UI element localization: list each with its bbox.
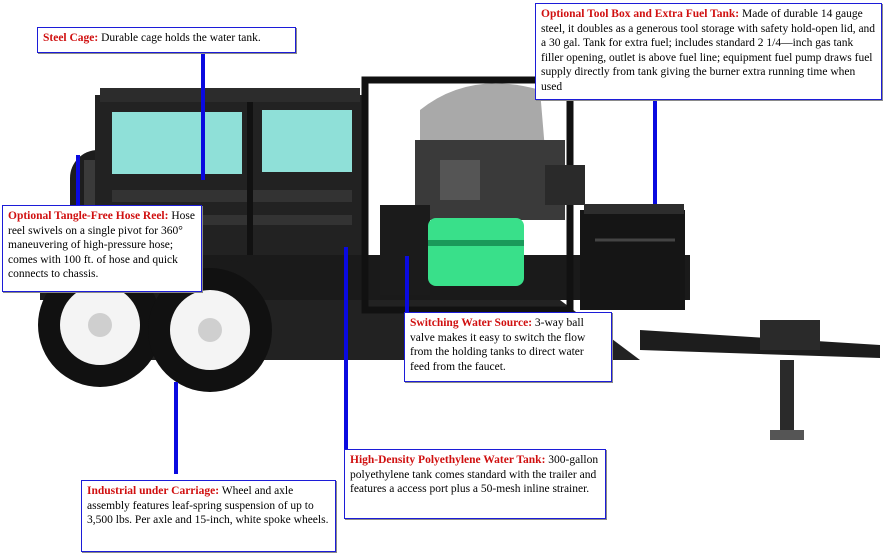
callout-body: 300-gallon polyethylene tank comes stand… (350, 454, 599, 496)
callout-body: Hose reel swivels on a single pivot for … (8, 210, 195, 281)
polyethylene-tank (428, 218, 524, 286)
callout-carriage: Industrial under Carriage: Wheel and axl… (81, 480, 336, 552)
tool-box (580, 204, 685, 310)
leader-carriage (174, 382, 178, 474)
callout-body: 3-way ball valve makes it easy to switch… (410, 317, 586, 373)
callout-title: Switching Water Source: (410, 317, 533, 329)
callout-body: Durable cage holds the water tank. (101, 32, 261, 44)
callout-body: Made of durable 14 gauge steel, it doubl… (541, 8, 876, 93)
callout-hose-reel: Optional Tangle-Free Hose Reel: Hose ree… (2, 205, 202, 292)
callout-water-source: Switching Water Source: 3-way ball valve… (404, 312, 612, 382)
wheel-rear (38, 263, 162, 387)
callout-title: Optional Tool Box and Extra Fuel Tank: (541, 8, 740, 20)
callout-body: Wheel and axle assembly features leaf-sp… (87, 485, 329, 527)
leader-water-source (405, 256, 409, 314)
callout-title: Industrial under Carriage: (87, 485, 220, 497)
leader-tool-box (653, 100, 657, 204)
callout-poly-tank: High-Density Polyethylene Water Tank: 30… (344, 449, 606, 519)
callout-title: Steel Cage: (43, 32, 99, 44)
callout-title: Optional Tangle-Free Hose Reel: (8, 210, 169, 222)
leader-poly-tank (344, 247, 348, 450)
pressure-washer-unit (361, 76, 585, 314)
callout-steel-cage: Steel Cage: Durable cage holds the water… (37, 27, 296, 53)
callout-tool-box: Optional Tool Box and Extra Fuel Tank: M… (535, 3, 882, 100)
leader-steel-cage (201, 52, 205, 180)
leader-hose-reel (76, 155, 80, 205)
wheel-front (148, 268, 272, 392)
callout-title: High-Density Polyethylene Water Tank: (350, 454, 546, 466)
